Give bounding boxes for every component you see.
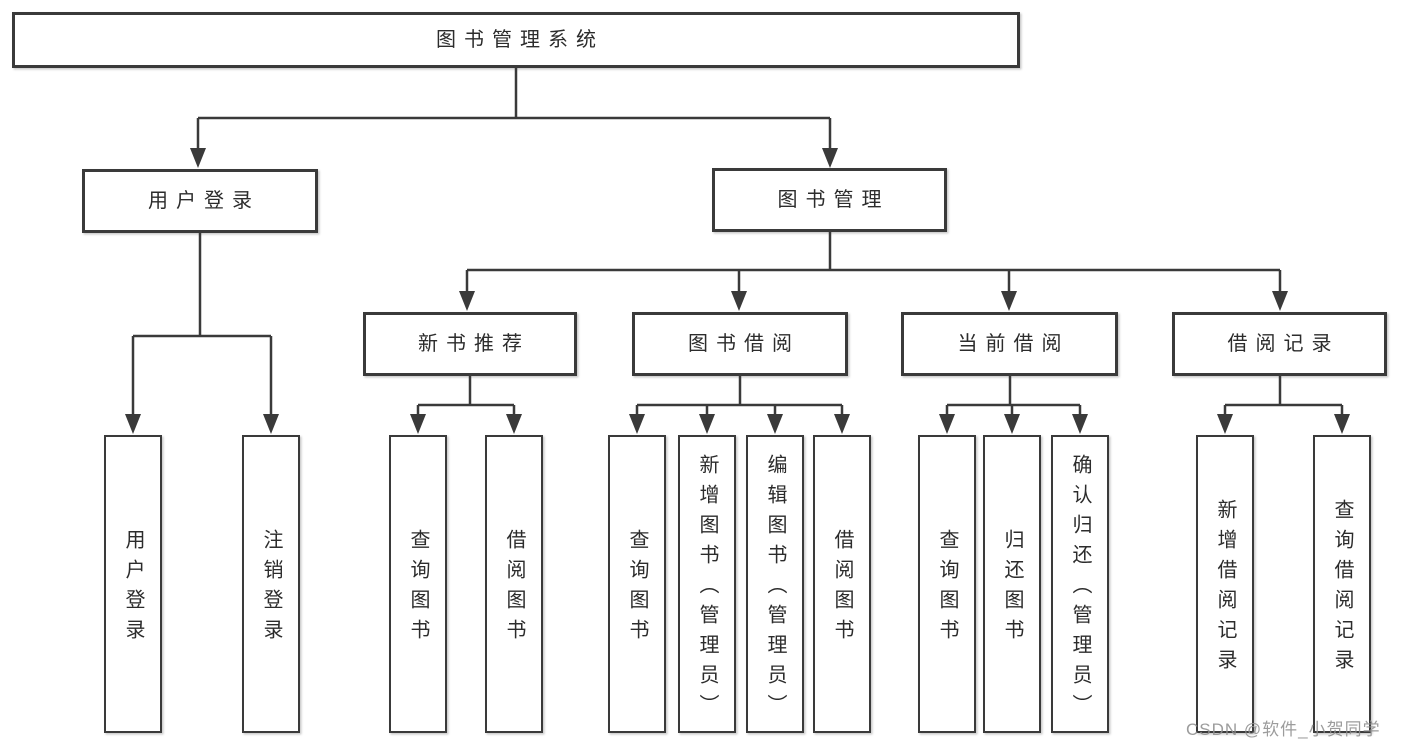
node-library-system: 图书管理系统 bbox=[12, 12, 1020, 68]
node-book-management: 图书管理 bbox=[712, 168, 947, 232]
node-leaf-query-borrow-record: 查询借阅记录 bbox=[1313, 435, 1371, 733]
node-user-login-label: 用户登录 bbox=[148, 190, 260, 212]
arrowhead-icons bbox=[125, 148, 1350, 434]
node-leaf-borrow-books-2: 借阅图书 bbox=[813, 435, 871, 733]
node-leaf-query-books-2: 查询图书 bbox=[608, 435, 666, 733]
node-leaf-add-borrow-record: 新增借阅记录 bbox=[1196, 435, 1254, 733]
node-leaf-edit-book-admin: 编辑图书（管理员） bbox=[746, 435, 804, 733]
node-leaf-user-login: 用户登录 bbox=[104, 435, 162, 733]
node-borrow-records: 借阅记录 bbox=[1172, 312, 1387, 376]
node-leaf-query-books-1: 查询图书 bbox=[389, 435, 447, 733]
node-book-borrow: 图书借阅 bbox=[632, 312, 848, 376]
node-leaf-logout: 注销登录 bbox=[242, 435, 300, 733]
node-new-book-recommend-label: 新书推荐 bbox=[418, 333, 530, 355]
node-leaf-return-book: 归还图书 bbox=[983, 435, 1041, 733]
node-leaf-query-books-3: 查询图书 bbox=[918, 435, 976, 733]
node-user-login: 用户登录 bbox=[82, 169, 318, 233]
node-book-management-label: 图书管理 bbox=[777, 189, 890, 211]
node-leaf-add-book-admin: 新增图书（管理员） bbox=[678, 435, 736, 733]
node-leaf-borrow-books-1: 借阅图书 bbox=[485, 435, 543, 733]
node-current-borrow-label: 当前借阅 bbox=[957, 333, 1070, 355]
node-new-book-recommend: 新书推荐 bbox=[363, 312, 577, 376]
node-book-borrow-label: 图书借阅 bbox=[688, 333, 800, 355]
node-library-system-label: 图书管理系统 bbox=[436, 29, 604, 51]
csdn-watermark: CSDN @软件_小贺同学 bbox=[1186, 720, 1381, 739]
node-borrow-records-label: 借阅记录 bbox=[1227, 333, 1340, 355]
node-current-borrow: 当前借阅 bbox=[901, 312, 1118, 376]
node-leaf-confirm-return-admin: 确认归还（管理员） bbox=[1051, 435, 1109, 733]
